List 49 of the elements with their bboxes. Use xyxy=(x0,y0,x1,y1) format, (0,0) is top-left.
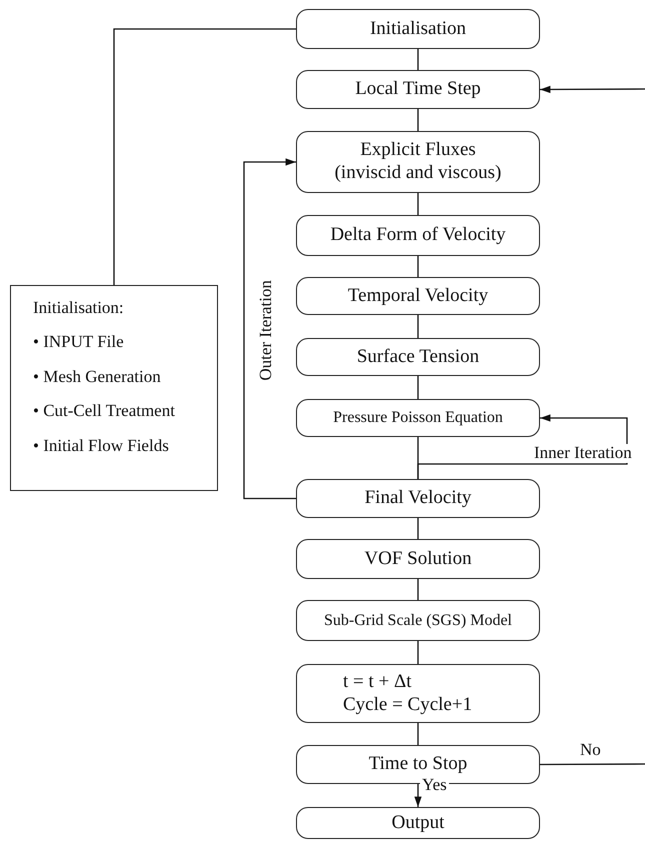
process-box xyxy=(296,807,540,839)
process-box xyxy=(296,664,540,723)
process-box xyxy=(296,539,540,579)
process-box xyxy=(296,131,540,193)
list-item: • Mesh Generation xyxy=(33,366,162,388)
connector-line xyxy=(417,641,419,664)
connector-line xyxy=(417,109,419,131)
arrow xyxy=(243,158,296,500)
connector-line xyxy=(417,723,419,745)
step-text: t = t + Δt xyxy=(342,670,412,694)
connector-line xyxy=(417,315,419,338)
list-item: • Cut-Cell Treatment xyxy=(33,401,175,422)
connector-line xyxy=(417,376,419,399)
connector-line xyxy=(417,193,419,215)
step-text: Pressure Poisson Equation xyxy=(332,408,504,428)
process-box xyxy=(296,9,540,49)
note-box xyxy=(10,285,218,491)
list-item: • INPUT File xyxy=(33,332,125,353)
arrow xyxy=(540,86,645,94)
connector-line xyxy=(417,579,419,600)
edge-label: Inner Iteration xyxy=(532,444,634,463)
list-item: • Initial Flow Fields xyxy=(33,436,170,456)
connector-line xyxy=(540,763,645,766)
process-box xyxy=(296,277,540,315)
step-text: Cycle = Cycle+1 xyxy=(342,694,474,716)
process-box xyxy=(296,70,540,109)
process-box xyxy=(296,215,540,256)
step-text: Surface Tension xyxy=(356,346,480,368)
step-text: Sub-Grid Scale (SGS) Model xyxy=(323,610,513,630)
connector-line xyxy=(113,28,296,285)
step-text: Final Velocity xyxy=(364,487,472,510)
process-box xyxy=(296,399,540,437)
step-text: Delta Form of Velocity xyxy=(329,224,507,247)
connector-line xyxy=(417,49,419,70)
step-text: VOF Solution xyxy=(363,548,473,570)
step-text: Temporal Velocity xyxy=(346,284,490,308)
arrow xyxy=(417,414,628,479)
process-box xyxy=(296,338,540,376)
step-text: Explicit Fluxes (inviscid and viscous) xyxy=(334,139,502,185)
process-box xyxy=(296,479,540,518)
list-heading: Initialisation: xyxy=(33,298,124,318)
step-text: Local Time Step xyxy=(354,78,482,101)
connector-line xyxy=(417,518,419,539)
arrow xyxy=(414,784,422,807)
process-box xyxy=(296,600,540,641)
step-text: Output xyxy=(390,812,446,834)
step-text: Initialisation xyxy=(368,18,468,40)
connector-line xyxy=(417,256,419,277)
step-text: Time to Stop xyxy=(368,753,468,776)
